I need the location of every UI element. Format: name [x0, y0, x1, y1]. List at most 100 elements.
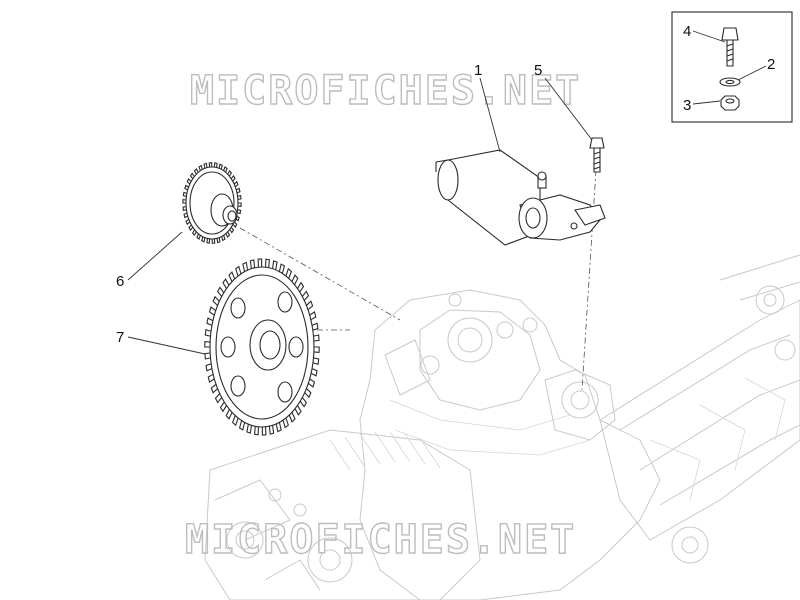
gear-tooth [313, 334, 320, 342]
gear-tooth [206, 238, 211, 244]
callout-3: 3 [683, 97, 691, 114]
gear-tooth [186, 178, 192, 185]
intermediate-gear [182, 162, 242, 244]
gear-tooth [210, 383, 218, 394]
gear-tooth [257, 258, 263, 268]
gear-tooth [268, 425, 275, 435]
gear-tooth [204, 352, 211, 360]
gear-tooth [272, 260, 278, 270]
gear-tooth [235, 187, 241, 194]
gear-tooth [182, 199, 187, 204]
gear-tooth [294, 405, 302, 416]
gear-tooth [193, 167, 199, 175]
gear-tooth [185, 218, 191, 226]
gear-tooth [310, 368, 318, 377]
gear-tooth [219, 401, 227, 413]
gear-tooth [233, 180, 239, 188]
gear-tooth [237, 194, 242, 200]
gear-tooth [282, 417, 289, 429]
cylinder-head-outline [204, 429, 481, 600]
gear-tooth [198, 164, 203, 171]
gear-tooth [201, 236, 206, 243]
gear-tooth [249, 259, 256, 269]
callout-1: 1 [474, 62, 482, 79]
callout-5: 5 [534, 62, 542, 79]
gear-tooth [235, 265, 242, 277]
bolt-screw [589, 137, 605, 173]
gear-tooth [191, 229, 197, 237]
gear-tooth [261, 426, 267, 436]
gear-tooth [204, 328, 212, 337]
gear-tooth [213, 162, 218, 168]
gear-tooth [221, 235, 226, 242]
gear-tooth [246, 424, 252, 434]
gear-tooth [291, 274, 299, 285]
gear-tooth [304, 388, 312, 399]
gear-tooth [230, 174, 236, 182]
starter-motor [435, 149, 606, 246]
gear-tooth [288, 412, 296, 423]
watermark-top: MICROFICHES.NET [190, 68, 581, 114]
gear-tooth [311, 322, 319, 331]
gear-tooth [223, 166, 228, 173]
gear-tooth [212, 295, 220, 306]
callout-7: 7 [116, 329, 124, 346]
gear-tooth [183, 212, 189, 219]
gear-tooth [184, 184, 189, 191]
gear-tooth [208, 306, 217, 316]
gear-tooth [297, 281, 305, 293]
gear-tooth [214, 393, 223, 404]
gear-tooth [182, 191, 188, 197]
hardware-inset [671, 11, 793, 123]
gear-tooth [312, 357, 320, 366]
gear-tooth [211, 238, 216, 244]
gear-tooth [264, 258, 270, 268]
gear-tooth [229, 226, 235, 234]
gear-tooth [232, 221, 238, 228]
callout-6: 6 [116, 273, 124, 290]
gear-tooth [299, 397, 308, 408]
gear-tooth [188, 224, 194, 232]
gear-tooth [235, 215, 240, 222]
gear-tooth [216, 286, 225, 297]
gear-tooth [206, 317, 214, 326]
engine-casing-outline [359, 289, 661, 600]
gear-tooth [182, 206, 187, 212]
gear-tooth [278, 263, 286, 274]
gear-tooth [216, 237, 221, 244]
gear-tooth [207, 373, 215, 383]
leader-lines [127, 30, 767, 355]
freewheel-gear [204, 258, 320, 436]
gear-tooth [285, 267, 293, 279]
gear-tooth [204, 340, 211, 348]
swingarm-frame-outline [599, 254, 800, 564]
gear-tooth [236, 209, 242, 215]
callout-4: 4 [683, 23, 691, 40]
gear-tooth [203, 162, 208, 169]
watermark-bottom: MICROFICHES.NET [185, 517, 576, 563]
gear-tooth [242, 261, 249, 272]
gear-tooth [205, 363, 213, 372]
gear-tooth [307, 378, 316, 388]
gear-tooth [228, 271, 236, 282]
gear-tooth [227, 169, 233, 177]
gear-tooth [254, 426, 260, 436]
gear-tooth [225, 231, 231, 239]
gear-tooth [231, 415, 239, 427]
gear-tooth [222, 278, 230, 289]
gear-tooth [208, 162, 213, 168]
gear-tooth [275, 422, 282, 433]
gear-tooth [238, 420, 246, 431]
gear-tooth [306, 300, 314, 311]
gear-tooth [225, 409, 233, 420]
gear-tooth [196, 233, 201, 240]
callout-labels: 1 5 6 7 4 2 3 [116, 23, 775, 346]
callout-2: 2 [767, 56, 775, 73]
gear-tooth [189, 172, 195, 180]
gear-tooth [309, 311, 317, 321]
gear-tooth [313, 346, 320, 354]
gear-tooth [218, 163, 223, 170]
gear-tooth [301, 290, 310, 301]
